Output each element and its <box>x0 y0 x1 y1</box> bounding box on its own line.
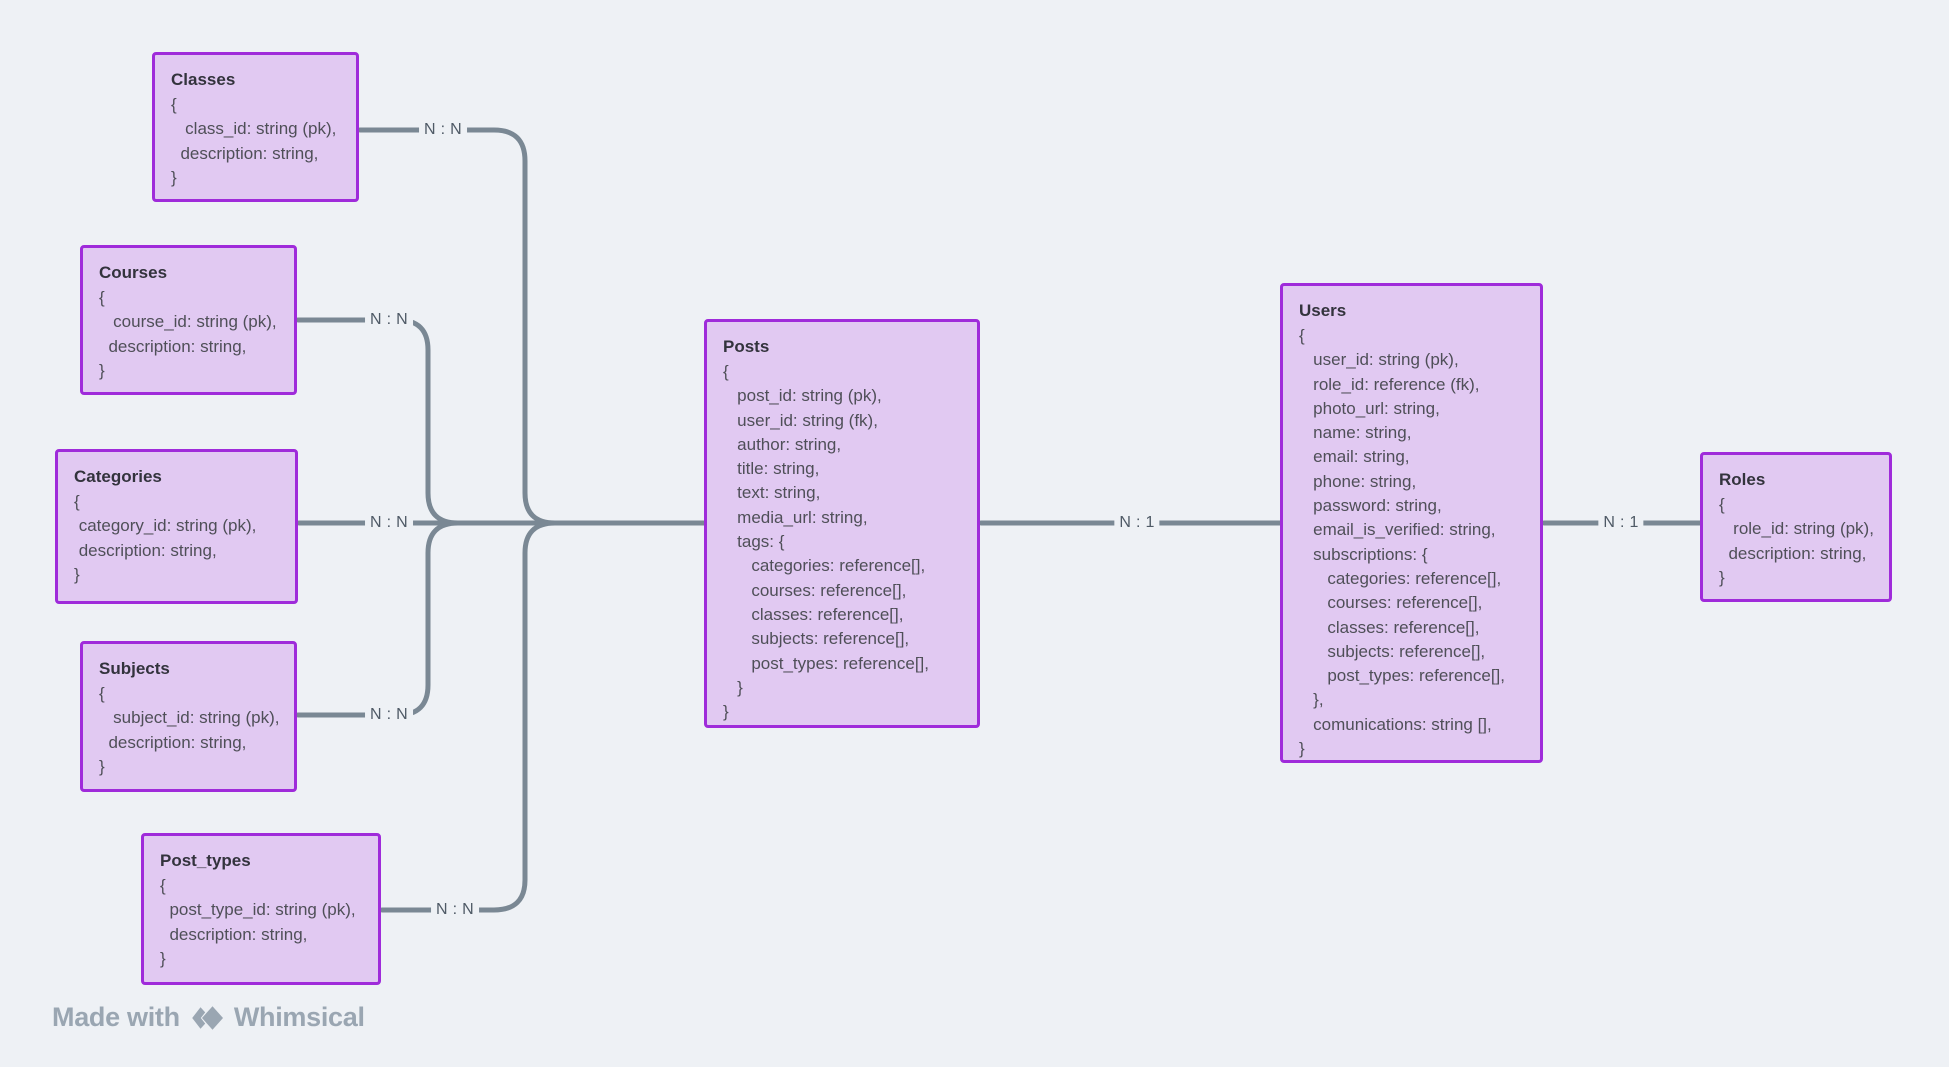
entity-field: name: string, <box>1299 423 1412 443</box>
entity-field: course_id: string (pk), <box>99 312 277 332</box>
cardinality-label-subjects-posts: N : N <box>365 706 413 724</box>
cardinality-label-post_types-posts: N : N <box>431 901 479 919</box>
entity-field: subject_id: string (pk), <box>99 708 280 728</box>
entity-field: } <box>74 564 80 584</box>
entity-field: category_id: string (pk), <box>74 516 257 536</box>
entity-title: Posts <box>723 337 770 356</box>
entity-body: { post_type_id: string (pk), description… <box>160 874 362 971</box>
entity-body: { user_id: string (pk), role_id: referen… <box>1299 324 1524 761</box>
footer-brand: Whimsical <box>233 1002 365 1032</box>
entity-field: categories: reference[], <box>723 556 926 576</box>
entity-field: courses: reference[], <box>723 580 907 600</box>
entity-field: description: string, <box>99 732 247 752</box>
entity-field: role_id: reference (fk), <box>1299 374 1480 394</box>
entity-field: email: string, <box>1299 447 1410 467</box>
entity-field: description: string, <box>171 143 319 163</box>
cardinality-label-users-roles: N : 1 <box>1598 514 1644 532</box>
entity-field: post_id: string (pk), <box>723 386 882 406</box>
entity-field: categories: reference[], <box>1299 568 1502 588</box>
entity-field: { <box>160 876 166 895</box>
entity-body: { class_id: string (pk), description: st… <box>171 93 340 190</box>
entity-field: classes: reference[], <box>723 604 904 624</box>
entity-body: { subject_id: string (pk), description: … <box>99 682 280 779</box>
entity-field: post_type_id: string (pk), <box>160 900 356 920</box>
entity-body: { category_id: string (pk), description:… <box>74 490 279 587</box>
entity-title: Courses <box>99 263 168 282</box>
entity-title: Categories <box>74 467 162 486</box>
entity-field: } <box>99 360 105 380</box>
entity-classes[interactable]: Classes { class_id: string (pk), descrip… <box>152 52 359 202</box>
entity-field: media_url: string, <box>723 507 868 527</box>
entity-users[interactable]: Users { user_id: string (pk), role_id: r… <box>1280 283 1543 763</box>
entity-courses[interactable]: Courses { course_id: string (pk), descri… <box>80 245 297 395</box>
entity-title: Subjects <box>99 659 170 678</box>
entity-field: photo_url: string, <box>1299 398 1440 418</box>
entity-categories[interactable]: Categories { category_id: string (pk), d… <box>55 449 298 604</box>
entity-field: phone: string, <box>1299 471 1417 491</box>
entity-field: password: string, <box>1299 496 1442 516</box>
entity-field: { <box>171 95 177 114</box>
entity-roles[interactable]: Roles { role_id: string (pk), descriptio… <box>1700 452 1892 602</box>
entity-field: subscriptions: { <box>1299 544 1428 564</box>
entity-title: Classes <box>171 70 236 89</box>
cardinality-label-courses-posts: N : N <box>365 311 413 329</box>
entity-field: description: string, <box>74 540 217 560</box>
entity-field: user_id: string (fk), <box>723 410 878 430</box>
entity-posts[interactable]: Posts { post_id: string (pk), user_id: s… <box>704 319 980 728</box>
entity-field: description: string, <box>99 336 247 356</box>
entity-field: post_types: reference[], <box>1299 666 1505 686</box>
entity-field: } <box>1719 567 1725 587</box>
entity-field: } <box>1299 739 1305 759</box>
entity-subjects[interactable]: Subjects { subject_id: string (pk), desc… <box>80 641 297 792</box>
cardinality-label-categories-posts: N : N <box>365 514 413 532</box>
whimsical-diamond-logo <box>190 1004 224 1032</box>
entity-title: Roles <box>1719 470 1766 489</box>
edge-subjects-posts <box>295 520 461 718</box>
entity-title: Users <box>1299 301 1347 320</box>
entity-field: { <box>1299 326 1305 345</box>
cardinality-label-classes-posts: N : N <box>419 121 467 139</box>
cardinality-label-posts-users: N : 1 <box>1114 514 1160 532</box>
footer-prefix: Made with <box>52 1002 180 1032</box>
entity-field: description: string, <box>160 924 308 944</box>
entity-field: courses: reference[], <box>1299 593 1483 613</box>
entity-field: author: string, <box>723 434 842 454</box>
entity-field: { <box>99 288 105 307</box>
entity-field: } <box>723 677 743 697</box>
entity-field: comunications: string [], <box>1299 714 1492 734</box>
entity-post-types[interactable]: Post_types { post_type_id: string (pk), … <box>141 833 381 985</box>
entity-field: } <box>160 948 166 968</box>
entity-field: title: string, <box>723 459 820 479</box>
entity-field: post_types: reference[], <box>723 653 929 673</box>
entity-body: { post_id: string (pk), user_id: string … <box>723 360 961 724</box>
entity-field: { <box>723 362 729 381</box>
entity-field: { <box>99 684 105 703</box>
entity-body: { course_id: string (pk), description: s… <box>99 286 278 383</box>
entity-field: description: string, <box>1719 543 1867 563</box>
whimsical-attribution: Made with Whimsical <box>52 1002 365 1033</box>
entity-field: } <box>99 756 105 776</box>
entity-field: { <box>74 492 80 511</box>
entity-field: }, <box>1299 690 1324 710</box>
entity-field: user_id: string (pk), <box>1299 350 1459 370</box>
entity-field: text: string, <box>723 483 821 503</box>
entity-field: class_id: string (pk), <box>171 119 337 139</box>
entity-field: subjects: reference[], <box>1299 641 1486 661</box>
entity-field: { <box>1719 495 1725 514</box>
entity-field: role_id: string (pk), <box>1719 519 1874 539</box>
entity-body: { role_id: string (pk), description: str… <box>1719 493 1874 590</box>
entity-field: email_is_verified: string, <box>1299 520 1496 540</box>
edge-courses-posts <box>295 317 461 526</box>
entity-field: tags: { <box>723 532 785 552</box>
entity-field: classes: reference[], <box>1299 617 1480 637</box>
entity-title: Post_types <box>160 851 251 870</box>
entity-field: subjects: reference[], <box>723 629 910 649</box>
entity-field: } <box>171 167 177 187</box>
entity-field: } <box>723 702 729 722</box>
